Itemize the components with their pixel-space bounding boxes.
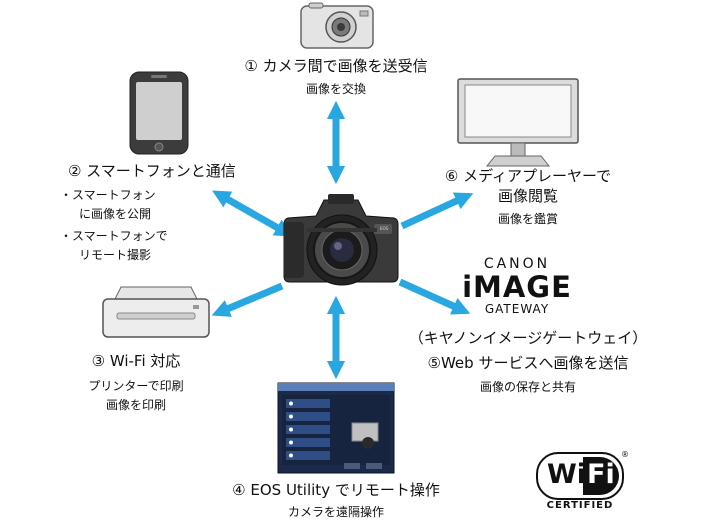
camera-to-camera-title: ① カメラ間で画像を送受信 [244, 57, 428, 75]
smartphone-title: ② スマートフォンと通信 [68, 162, 236, 180]
wifi-logo-fi: Fi [587, 459, 615, 490]
printer-icon [102, 286, 210, 338]
camera-to-camera-subtitle: 画像を交換 [305, 82, 366, 96]
compact-camera-icon [300, 2, 374, 49]
canon-image-gateway-logo: CANON iMAGE GATEWAY [452, 256, 582, 316]
svg-text:EOS: EOS [380, 226, 389, 231]
media-player-subtitle: 画像を鑑賞 [497, 212, 558, 226]
eos-utility-screen-icon [277, 382, 395, 474]
eos-utility-title: ④ EOS Utility でリモート操作 [232, 481, 440, 499]
logo-image-text: iMAGE [462, 270, 572, 304]
arrow-camera-to-printer [211, 282, 284, 317]
logo-gateway-text: GATEWAY [484, 302, 550, 316]
smartphone-bullet-1-line-2: に画像を公開 [79, 207, 152, 221]
logo-canon-text: CANON [483, 256, 551, 272]
arrow-camera-to-smartphone [212, 190, 293, 237]
wifi-certified-logo: Wi Fi ® CERTIFIED [536, 450, 629, 514]
smartphone-bullet-2-line-1: ・スマートフォンで [60, 229, 168, 243]
smartphone-bullet-2-line-2: リモート撮影 [79, 248, 152, 262]
smartphone-icon [129, 71, 189, 155]
wifi-logo-wi: Wi [547, 459, 587, 490]
eos-utility-subtitle: カメラを遠隔操作 [287, 505, 384, 519]
web-service-kana: （キヤノンイメージゲートウェイ） [408, 329, 648, 347]
media-player-title-line-2: 画像閲覧 [497, 187, 558, 205]
printer-subtitle-line-1: プリンターで印刷 [88, 379, 184, 393]
dslr-camera-icon: EOS [283, 194, 399, 286]
media-player-title-line-1: ⑥ メディアプレーヤーで [444, 167, 612, 185]
web-service-subtitle: 画像の保存と共有 [479, 380, 576, 394]
monitor-icon [457, 78, 579, 167]
web-service-title: ⑤Web サービスへ画像を送信 [427, 354, 629, 372]
wifi-logo-certified: CERTIFIED [546, 500, 614, 511]
printer-subtitle-line-2: 画像を印刷 [105, 398, 166, 412]
printer-title: ③ Wi-Fi 対応 [91, 352, 181, 370]
wifi-logo-registered: ® [621, 450, 629, 459]
smartphone-bullet-1-line-1: ・スマートフォン [60, 188, 156, 202]
